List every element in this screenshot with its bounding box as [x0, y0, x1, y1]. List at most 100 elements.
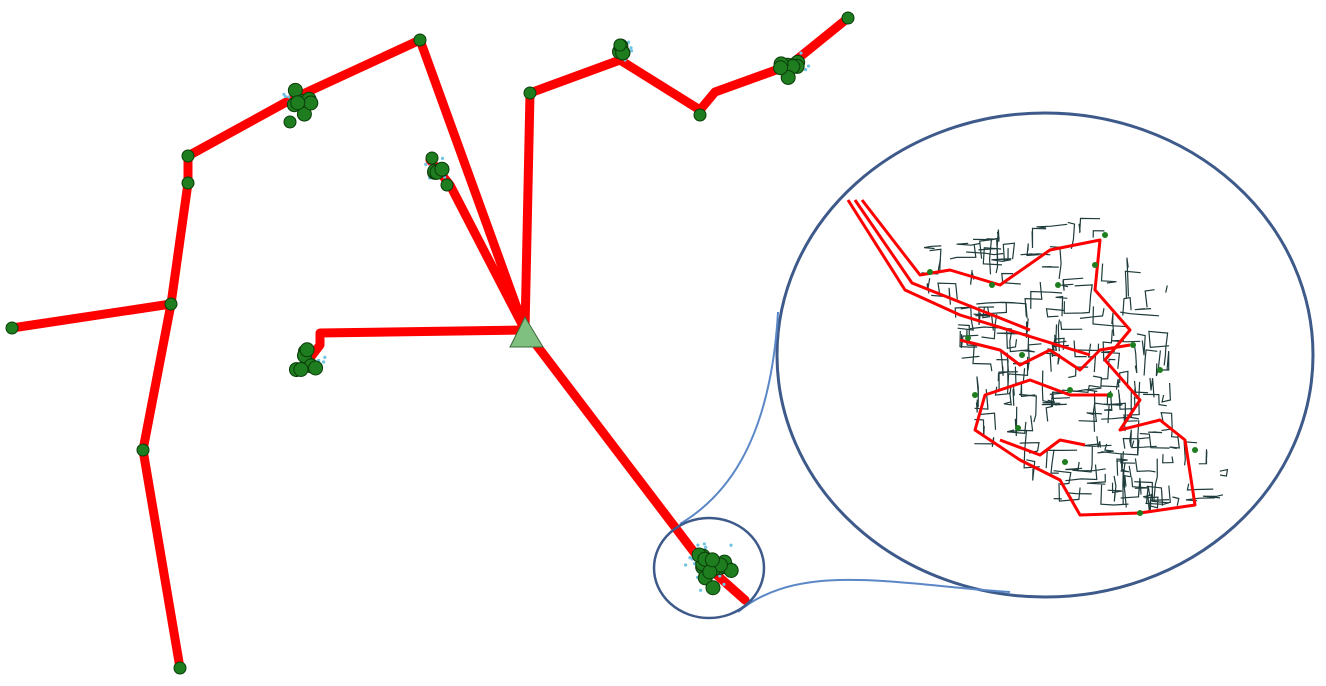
street-segment: [1041, 403, 1067, 406]
zoomed-routes: [846, 199, 1198, 517]
depot-triangle-icon: [509, 315, 544, 348]
street-segment: [959, 330, 978, 348]
street-segment: [976, 301, 1015, 305]
street-segment: [929, 248, 942, 273]
street-segment: [1169, 435, 1180, 450]
street-segment: [1026, 243, 1040, 257]
customer-cluster: [773, 51, 811, 85]
street-segment: [1134, 481, 1169, 504]
stop-node: [613, 38, 627, 52]
street-segment: [1003, 391, 1012, 406]
street-segment: [949, 244, 977, 260]
stop-node: [296, 106, 312, 122]
customer-dot: [718, 574, 722, 578]
stop-node: [181, 176, 195, 190]
stop-node: [523, 86, 537, 100]
street-segment: [1027, 343, 1042, 371]
street-segment: [1148, 431, 1163, 434]
street-segment: [1202, 494, 1224, 499]
street-segment: [1126, 381, 1141, 416]
customer-dot: [804, 68, 808, 72]
street-segment: [1092, 306, 1129, 328]
stop-node: [704, 552, 720, 568]
street-segment: [1073, 343, 1100, 352]
magnifier-large-circle: [775, 111, 1315, 599]
street-segment: [1101, 416, 1140, 420]
street-segment: [1155, 350, 1161, 377]
street-segment: [1009, 329, 1030, 353]
street-segment: [973, 313, 993, 317]
zoomed-stop-node: [1107, 392, 1113, 398]
street-segment: [1074, 284, 1093, 313]
customer-cluster: [282, 82, 319, 122]
street-segment: [1077, 461, 1106, 472]
stop-node: [299, 342, 315, 358]
street-segment: [1086, 473, 1106, 485]
zoomed-stop-node: [1067, 387, 1073, 393]
street-segment: [1165, 285, 1168, 293]
street-segment: [1000, 349, 1004, 376]
customer-dot: [722, 582, 726, 586]
street-segment: [990, 302, 1008, 331]
street-segment: [923, 245, 942, 250]
zoomed-stop-node: [927, 269, 933, 275]
route-stops: [5, 11, 855, 675]
street-segment: [1006, 421, 1027, 435]
customer-dot: [799, 51, 803, 55]
street-segment: [1041, 266, 1059, 268]
street-segment: [1139, 432, 1170, 449]
street-segment: [981, 314, 998, 340]
street-segment: [1136, 333, 1146, 356]
zoomed-stop-node: [972, 392, 978, 398]
street-segment: [957, 304, 974, 331]
street-segment: [931, 287, 951, 305]
street-segment: [1006, 330, 1018, 350]
street-segment: [1020, 334, 1035, 353]
street-segment: [1161, 428, 1178, 438]
zoomed-street-network-inset: [775, 111, 1315, 599]
street-segment: [1078, 390, 1098, 423]
street-segment: [1148, 330, 1170, 349]
magnifier-connector-upper: [679, 311, 779, 525]
zoomed-stop-node: [1192, 447, 1198, 453]
street-segment: [1120, 496, 1140, 499]
customer-dot: [702, 542, 706, 546]
stop-node: [425, 151, 439, 165]
street-segment: [1092, 393, 1108, 416]
stop-node: [303, 95, 319, 111]
customer-dot: [424, 162, 428, 166]
stop-node: [136, 443, 150, 457]
street-segment: [1041, 370, 1052, 403]
street-segment: [1050, 449, 1059, 474]
customer-cluster: [288, 342, 327, 378]
street-segment: [1031, 227, 1047, 249]
depot-marker: [509, 315, 544, 348]
street-segment: [1100, 358, 1116, 380]
customer-dot: [696, 543, 700, 547]
street-segment: [1161, 382, 1172, 403]
street-segment: [1065, 467, 1083, 471]
street-segment: [1153, 458, 1158, 501]
customer-clusters: [282, 38, 811, 596]
stop-node: [173, 661, 187, 675]
stop-node: [434, 161, 450, 177]
route-line: [302, 325, 530, 367]
customer-dot: [729, 543, 733, 547]
street-segment: [1145, 485, 1171, 505]
zoomed-stop-node: [1102, 232, 1108, 238]
street-segment: [1124, 465, 1132, 487]
street-segment: [1101, 440, 1140, 456]
street-segment: [1065, 492, 1092, 495]
street-segment: [1104, 390, 1113, 412]
street-segment: [1120, 453, 1136, 472]
stop-node: [773, 60, 789, 76]
street-segment: [973, 238, 993, 275]
stop-node: [5, 321, 19, 335]
street-segment: [1045, 308, 1065, 318]
street-segment: [1113, 475, 1117, 502]
zoomed-stop-node: [1055, 282, 1061, 288]
customer-dot: [684, 563, 688, 567]
street-segment: [1147, 494, 1170, 513]
street-segment: [1096, 436, 1101, 448]
